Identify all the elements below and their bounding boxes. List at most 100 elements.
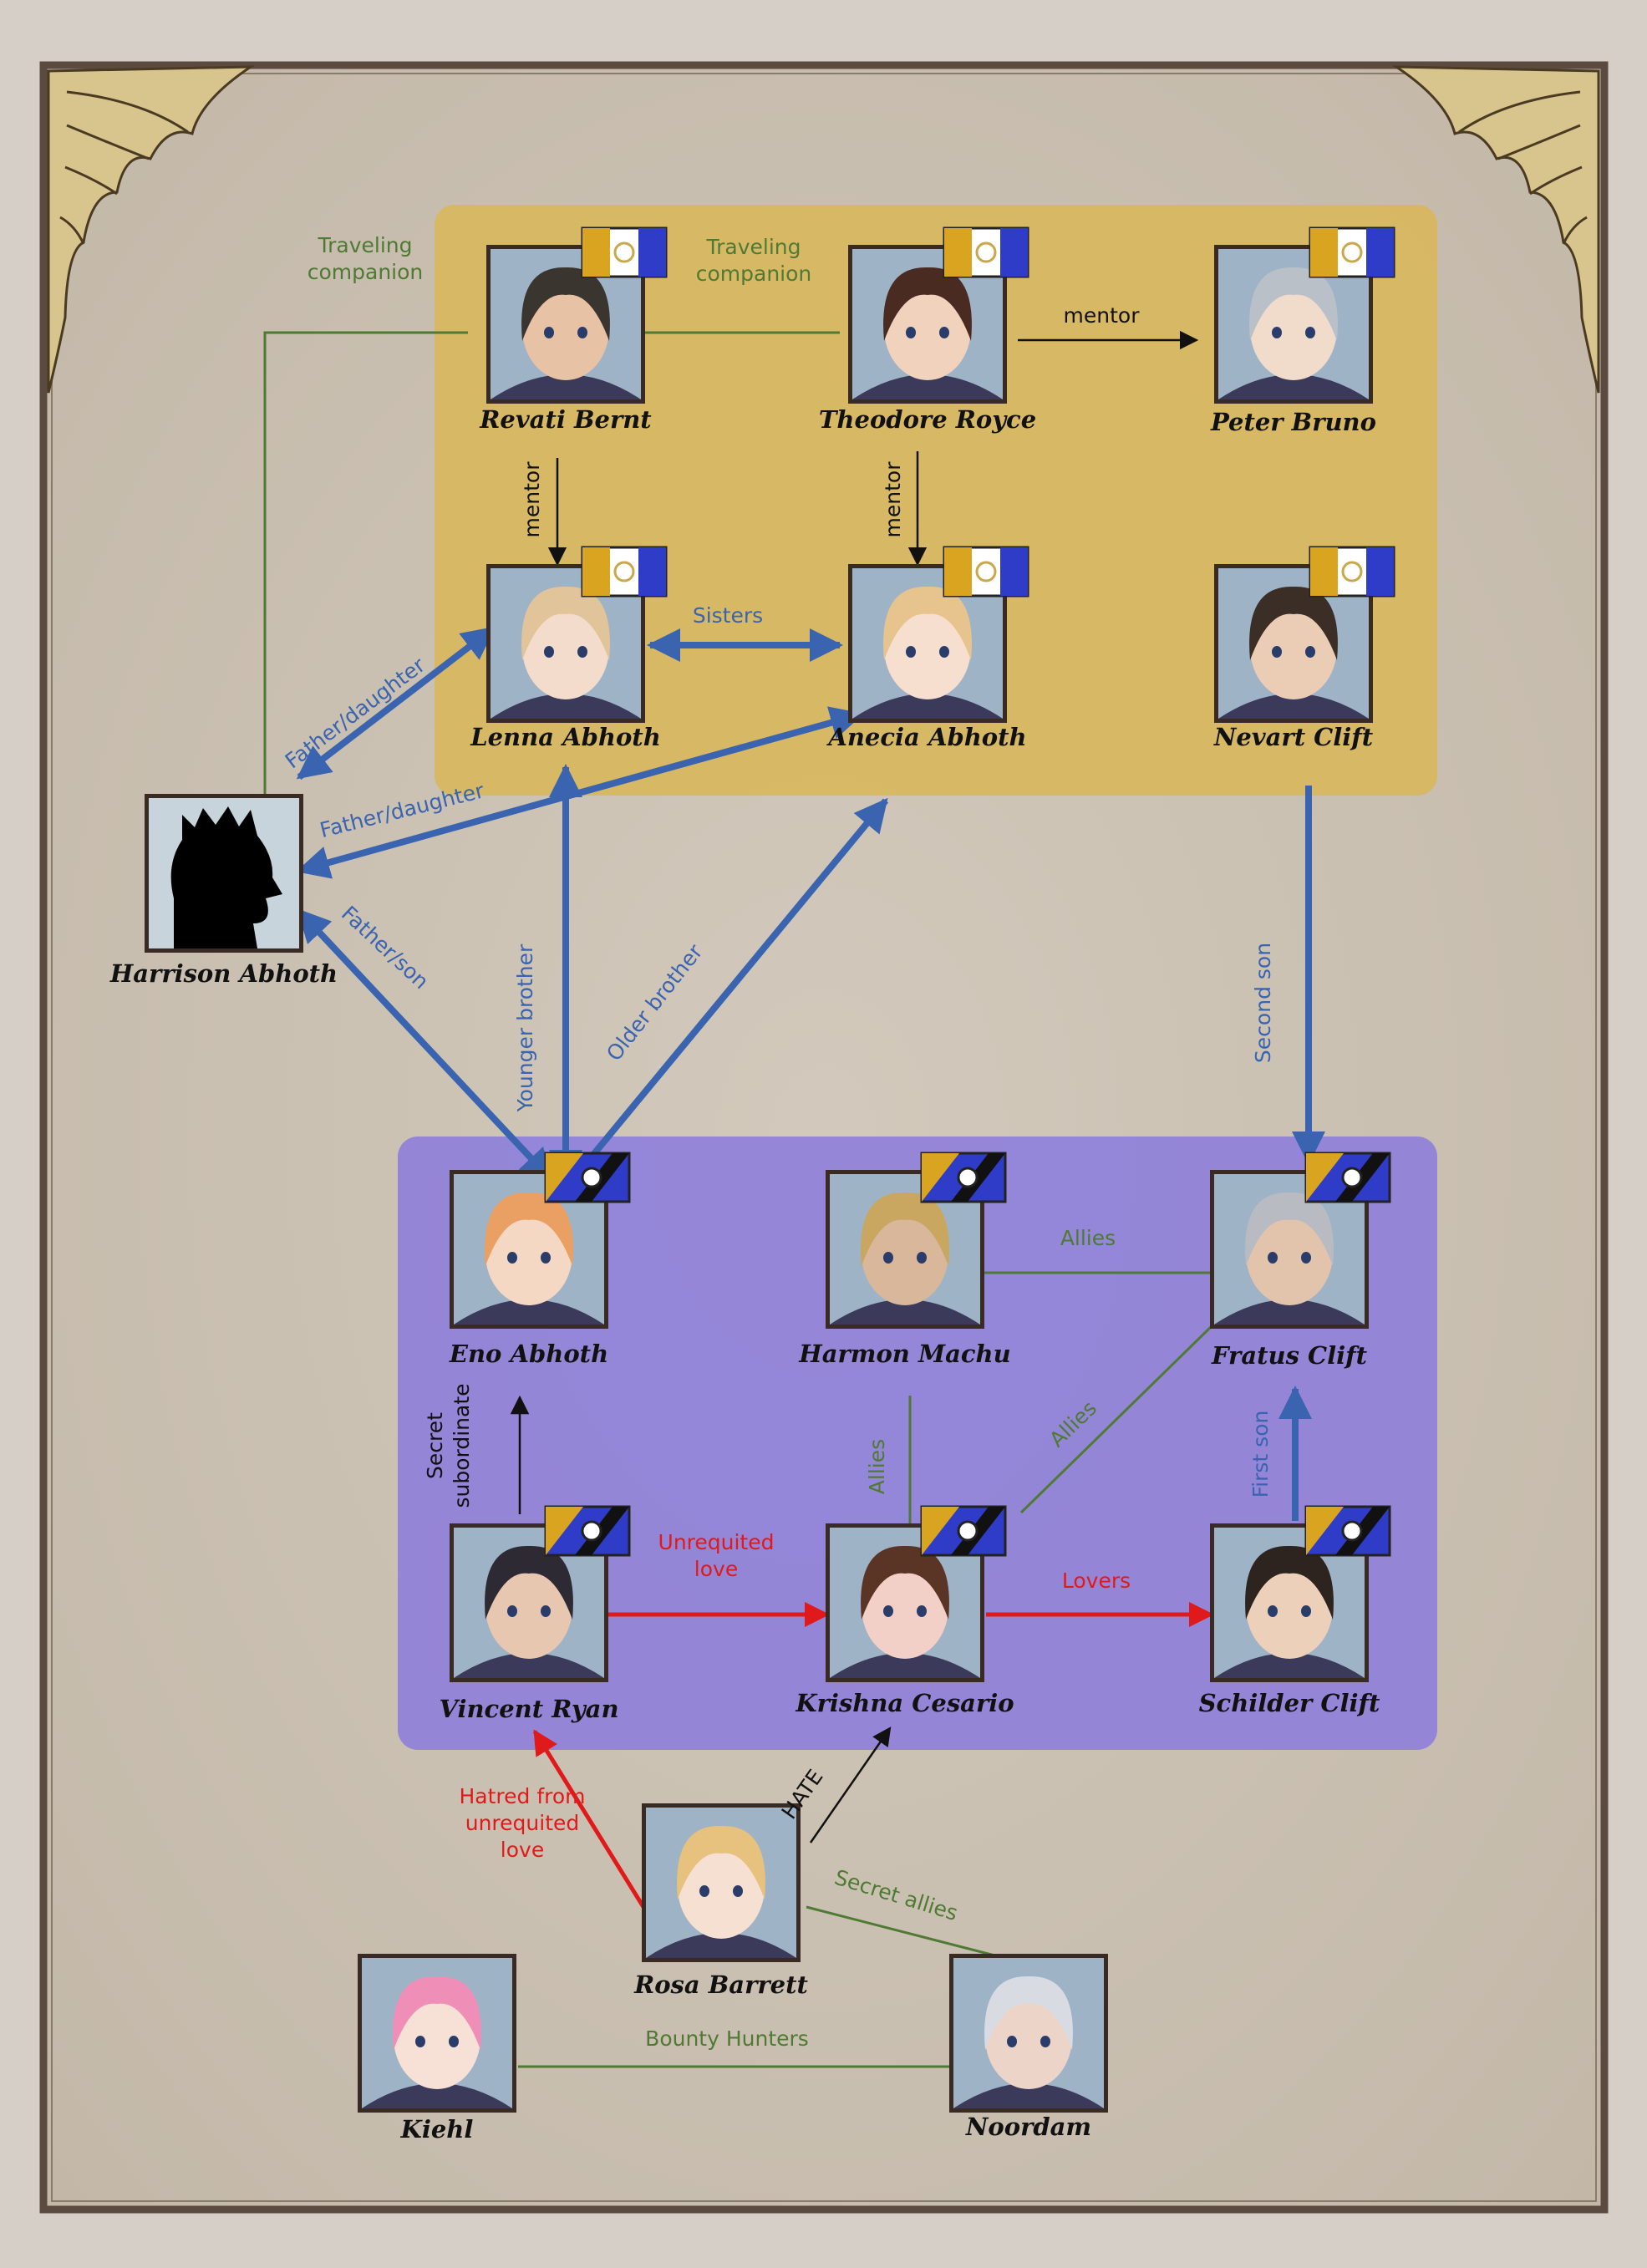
- character-lenna[interactable]: Lenna Abhoth: [470, 546, 668, 751]
- faction-flag-blue-icon: [1304, 1505, 1391, 1557]
- portrait-eye: [906, 646, 916, 658]
- relation-label-rel-lovers: Lovers: [1062, 1569, 1131, 1593]
- portrait-clothing: [1214, 1653, 1365, 1678]
- relation-label-rel-mentor-lenna: mentor: [520, 461, 544, 538]
- portrait-eye: [699, 1885, 709, 1897]
- character-name-theodore: Theodore Royce: [819, 405, 1036, 434]
- relation-label-rel-second-son: Second son: [1251, 943, 1275, 1063]
- character-theodore[interactable]: Theodore Royce: [819, 226, 1036, 434]
- portrait-clothing: [1218, 694, 1369, 719]
- portrait-clothing: [1218, 374, 1369, 399]
- character-harrison[interactable]: Harrison Abhoth: [109, 794, 338, 988]
- character-name-nevart: Nevart Clift: [1213, 723, 1374, 751]
- portrait-clothing: [830, 1653, 980, 1678]
- portrait-hair: [861, 1545, 949, 1620]
- character-name-krishna: Krishna Cesario: [795, 1689, 1014, 1717]
- portrait-eye: [733, 1885, 743, 1897]
- group-panel-purple: [398, 1137, 1437, 1750]
- portrait-eye: [577, 646, 587, 658]
- portrait-eye: [449, 2036, 459, 2047]
- portrait-eye: [577, 327, 587, 338]
- faction-flag-gold-icon: [943, 546, 1029, 598]
- portrait-eye: [917, 1252, 927, 1264]
- faction-flag-blue-icon: [544, 1152, 631, 1203]
- portrait-clothing: [646, 1933, 796, 1958]
- portrait-eye: [544, 646, 554, 658]
- portrait-eye: [541, 1605, 551, 1617]
- faction-flag-gold-icon: [1309, 546, 1395, 598]
- relation-label-rel-first-son: First son: [1248, 1411, 1273, 1498]
- faction-flag-blue-icon: [1304, 1152, 1391, 1203]
- character-kiehl[interactable]: Kiehl: [358, 1954, 516, 2143]
- faction-flag-blue-icon: [920, 1505, 1007, 1557]
- portrait-clothing: [454, 1299, 604, 1325]
- character-rosa[interactable]: Rosa Barrett: [633, 1803, 808, 1999]
- silhouette-icon: [170, 806, 282, 948]
- character-nevart[interactable]: Nevart Clift: [1213, 546, 1395, 751]
- portrait-eye: [883, 1605, 893, 1617]
- character-eno[interactable]: Eno Abhoth: [449, 1152, 631, 1368]
- character-harmon[interactable]: Harmon Machu: [798, 1152, 1011, 1368]
- faction-flag-gold-icon: [1309, 226, 1395, 278]
- portrait-eye: [917, 1605, 927, 1617]
- portrait-clothing: [852, 694, 1003, 719]
- relation-edge-rel-traveling-1: [263, 331, 468, 802]
- faction-flag-gold-icon: [581, 226, 668, 278]
- portrait-clothing: [852, 374, 1003, 399]
- relation-edge-rel-secret-allies: [806, 1905, 1012, 1961]
- character-fratus[interactable]: Fratus Clift: [1210, 1152, 1391, 1370]
- portrait-eye: [1268, 1252, 1278, 1264]
- portrait-eye: [906, 327, 916, 338]
- character-name-schilder: Schilder Clift: [1199, 1689, 1380, 1717]
- character-name-eno: Eno Abhoth: [449, 1340, 608, 1368]
- relation-label-rel-bounty-hunters: Bounty Hunters: [645, 2026, 809, 2051]
- portrait-eye: [1272, 646, 1282, 658]
- portrait-clothing: [491, 374, 641, 399]
- relation-label-rel-allies-2: Allies: [865, 1439, 889, 1494]
- portrait-hair: [1245, 1545, 1334, 1620]
- character-name-harrison: Harrison Abhoth: [109, 959, 338, 988]
- portrait-clothing: [953, 2083, 1104, 2108]
- portrait-hair: [521, 267, 610, 341]
- faction-flag-gold-icon: [943, 226, 1029, 278]
- portrait-eye: [541, 1252, 551, 1264]
- relation-label-rel-mentor-anecia: mentor: [881, 461, 905, 538]
- portrait-clothing: [1214, 1299, 1365, 1325]
- faction-flag-gold-icon: [581, 546, 668, 598]
- character-peter[interactable]: Peter Bruno: [1210, 226, 1395, 436]
- portrait-hair: [485, 1545, 573, 1620]
- portrait-hair: [883, 267, 972, 341]
- portrait-clothing: [491, 694, 641, 719]
- portrait-eye: [1268, 1605, 1278, 1617]
- relation-edge-rel-hatred: [532, 1729, 646, 1909]
- character-noordam[interactable]: Noordam: [949, 1954, 1108, 2141]
- portrait-eye: [1305, 327, 1315, 338]
- portrait-hair: [393, 1976, 481, 2050]
- character-name-peter: Peter Bruno: [1210, 408, 1376, 436]
- page-frame-inner-line: [51, 73, 1597, 2202]
- portrait-hair: [1245, 1192, 1334, 1266]
- character-name-revati: Revati Bernt: [479, 405, 652, 434]
- portrait-hair: [984, 1976, 1073, 2050]
- character-schilder[interactable]: Schilder Clift: [1199, 1505, 1391, 1717]
- character-name-kiehl: Kiehl: [400, 2115, 474, 2143]
- wing-ornament-left: [47, 65, 256, 394]
- character-name-anecia: Anecia Abhoth: [826, 723, 1026, 751]
- character-krishna[interactable]: Krishna Cesario: [795, 1505, 1014, 1717]
- character-anecia[interactable]: Anecia Abhoth: [826, 546, 1029, 751]
- portrait-clothing: [830, 1299, 980, 1325]
- character-vincent[interactable]: Vincent Ryan: [439, 1505, 631, 1723]
- portrait-eye: [1272, 327, 1282, 338]
- portrait-eye: [544, 327, 554, 338]
- character-name-noordam: Noordam: [965, 2113, 1091, 2141]
- relation-label-rel-younger-brother: Younger brother: [513, 943, 537, 1112]
- character-revati[interactable]: Revati Bernt: [479, 226, 668, 434]
- portrait-clothing: [362, 2083, 512, 2108]
- portrait-eye: [1301, 1605, 1311, 1617]
- relation-label-rel-mentor-peter: mentor: [1064, 303, 1141, 328]
